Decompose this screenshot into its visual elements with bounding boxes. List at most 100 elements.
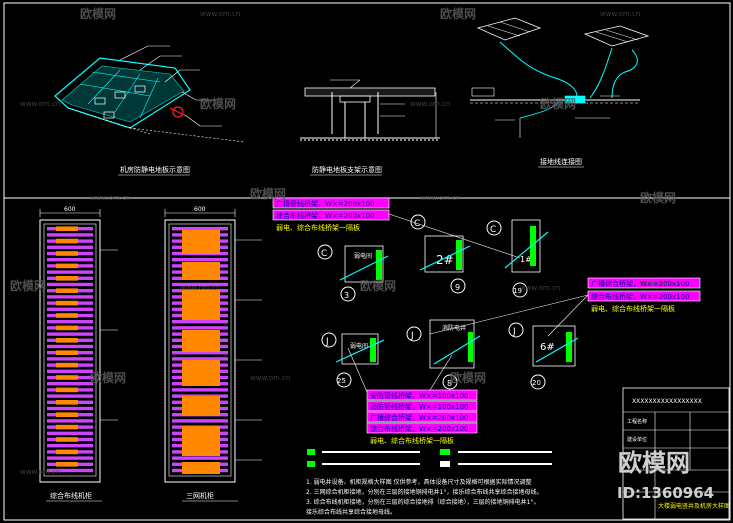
equipment-unit bbox=[182, 262, 220, 280]
patch-panel-row bbox=[47, 270, 93, 274]
patch-panel-row bbox=[47, 295, 93, 299]
marker-c-9: C 2# 9 bbox=[410, 214, 471, 294]
rack-2: 600 三网机柜 bbox=[164, 206, 262, 502]
equipment-unit bbox=[182, 290, 220, 320]
marker-c-19-room: 1# bbox=[520, 255, 532, 264]
grounding-caption: 接地线连接图 bbox=[540, 157, 582, 166]
watermark-brand: 欧模网 bbox=[640, 190, 676, 205]
floor-support-view: 防静电地板支架示意图 bbox=[300, 79, 440, 176]
marker-c-19-letter: C bbox=[490, 225, 496, 235]
patch-panel-row bbox=[47, 282, 93, 287]
patch-panel-row bbox=[47, 332, 93, 336]
rack-2-equipment-rows bbox=[172, 227, 228, 474]
equipment-row bbox=[172, 456, 228, 460]
watermark-url: www.om.cn bbox=[20, 100, 60, 108]
legend bbox=[307, 449, 552, 467]
marker-j-8-number: 8 bbox=[447, 379, 452, 388]
marker-j-20-number: 20 bbox=[532, 379, 541, 387]
marker-c-9-letter: C bbox=[414, 219, 420, 229]
patch-panel-row bbox=[47, 344, 93, 349]
patch-panel-marker bbox=[56, 338, 78, 343]
patch-panel-row bbox=[47, 320, 93, 324]
marker-j-8-room: 消防电井 bbox=[442, 324, 466, 332]
watermark-brand: 欧模网 bbox=[440, 6, 476, 21]
watermark-url: www.om.cn bbox=[20, 468, 60, 476]
marker-j-25: J 弱电间 25 bbox=[321, 332, 385, 388]
marker-j-8: J 消防电井 8 bbox=[406, 319, 481, 390]
marker-c-9-number: 9 bbox=[455, 283, 460, 292]
patch-panel-row bbox=[47, 369, 93, 373]
note-4: 接乐综合布线共享综合接地母线。 bbox=[306, 508, 396, 516]
grounding-view: 接地线连接图 bbox=[470, 17, 650, 168]
rack-1: 600 综合布线机柜 bbox=[39, 206, 118, 502]
patch-panel-marker bbox=[56, 362, 78, 368]
title-block-header: XXXXXXXXXXXXXXXXX bbox=[632, 398, 702, 405]
title-block-label-a: 工程名称 bbox=[627, 418, 647, 425]
equipment-row bbox=[172, 419, 228, 423]
marker-c-19-number: 19 bbox=[513, 287, 522, 295]
tray-group-1-note: 弱电、综合布线桥架一隔板 bbox=[276, 223, 360, 232]
equipment-row bbox=[172, 282, 228, 287]
patch-panel-marker bbox=[56, 400, 78, 405]
marker-c-3: C 弱电间 3 bbox=[317, 244, 389, 302]
marker-j-8-letter: J bbox=[410, 331, 414, 341]
patch-panel-marker bbox=[56, 375, 78, 380]
rack-2-caption: 三网机柜 bbox=[186, 491, 214, 500]
equipment-unit bbox=[182, 360, 220, 386]
patch-panel-marker bbox=[56, 276, 78, 281]
patch-panel-row bbox=[47, 382, 93, 386]
equipment-row bbox=[172, 227, 228, 231]
marker-j-25-letter: J bbox=[325, 337, 329, 347]
equipment-row bbox=[172, 258, 228, 262]
patch-panel-row bbox=[47, 468, 93, 473]
patch-panel-marker bbox=[56, 462, 78, 467]
marker-j-20-letter: J bbox=[512, 327, 516, 337]
tray-group-2: 广播综合桥架，W×=200x100 综合布线桥架，W×=200x100 弱电、综… bbox=[429, 277, 701, 337]
patch-panel-marker bbox=[56, 251, 78, 256]
patch-panel-marker bbox=[56, 449, 78, 455]
tray-group-3-row-3: 广播综合桥架，W×=200x100 bbox=[370, 413, 469, 422]
watermark-url: www.om.cn bbox=[520, 284, 560, 292]
marker-c-3-letter: C bbox=[321, 249, 327, 259]
equipment-unit bbox=[182, 330, 220, 352]
note-1: 1. 弱电井设备、机柜规格大样图 仅供参考，具体设备尺寸及规格可根据实际情况调整 bbox=[306, 478, 532, 486]
patch-panel-row bbox=[47, 357, 93, 361]
patch-panel-marker bbox=[56, 387, 78, 393]
rack-1-patch-rows bbox=[47, 226, 93, 473]
patch-panel-row bbox=[47, 233, 93, 237]
tray-group-3-row-1: 安防管线桥架，W×=100x100 bbox=[370, 391, 469, 400]
equipment-unit bbox=[182, 396, 220, 416]
watermark-url: www.om.cn bbox=[200, 10, 240, 18]
patch-panel-marker bbox=[56, 313, 78, 318]
note-3: 3. 综合布线机柜接地，分别在三层的综合接地排（综合接地），三层的接地铜排电井1… bbox=[306, 498, 539, 506]
watermarks: 欧模网 www.om.cn 欧模网 www.om.cn 欧模网 欧模网 www.… bbox=[10, 6, 680, 476]
patch-panel-marker bbox=[56, 325, 78, 331]
title-block-drawing-title: 大楼弱电竖井及机房大样图 bbox=[658, 502, 730, 510]
patch-panel-row bbox=[47, 431, 93, 435]
title-block: XXXXXXXXXXXXXXXXX 工程名称 建设单位 大楼弱电竖井及机房大样图 bbox=[622, 387, 730, 520]
watermark-brand: 欧模网 bbox=[80, 6, 116, 21]
marker-j-20-room: 6# bbox=[540, 342, 555, 353]
patch-panel-row bbox=[47, 444, 93, 448]
watermark-url: www.om.cn bbox=[180, 284, 220, 292]
watermark-brand: 欧模网 bbox=[450, 370, 486, 385]
tray-group-2-row-2: 综合布线桥架，W×=200x100 bbox=[591, 292, 690, 301]
tray-group-3-note: 弱电、综合布线桥架一隔板 bbox=[370, 436, 454, 445]
watermark-url: www.om.cn bbox=[420, 194, 460, 202]
patch-panel-marker bbox=[56, 300, 78, 306]
watermark-url: www.om.cn bbox=[250, 374, 290, 382]
tray-group-3-row-4: 综合布线桥架，W×=200x100 bbox=[370, 424, 469, 433]
corner-logo-id: ID:1360964 bbox=[617, 484, 714, 502]
equipment-unit bbox=[182, 426, 220, 456]
marker-j-25-room: 弱电间 bbox=[350, 342, 368, 350]
watermark-brand: 欧模网 bbox=[200, 96, 236, 111]
tray-group-1: 广播管线桥架，W×=200x100 综合布线桥架，W×=200x100 弱电、综… bbox=[272, 197, 521, 259]
marker-j-20: J 6# 20 bbox=[508, 322, 579, 390]
floor-support-caption: 防静电地板支架示意图 bbox=[312, 165, 382, 174]
patch-panel-row bbox=[47, 419, 93, 423]
tray-group-2-row-1: 广播综合桥架，W×=200x100 bbox=[591, 279, 690, 288]
rack-1-width-dim: 600 bbox=[64, 206, 76, 213]
watermark-brand: 欧模网 bbox=[540, 96, 576, 111]
equipment-row bbox=[172, 320, 228, 324]
watermark-url: www.om.cn bbox=[90, 194, 130, 202]
